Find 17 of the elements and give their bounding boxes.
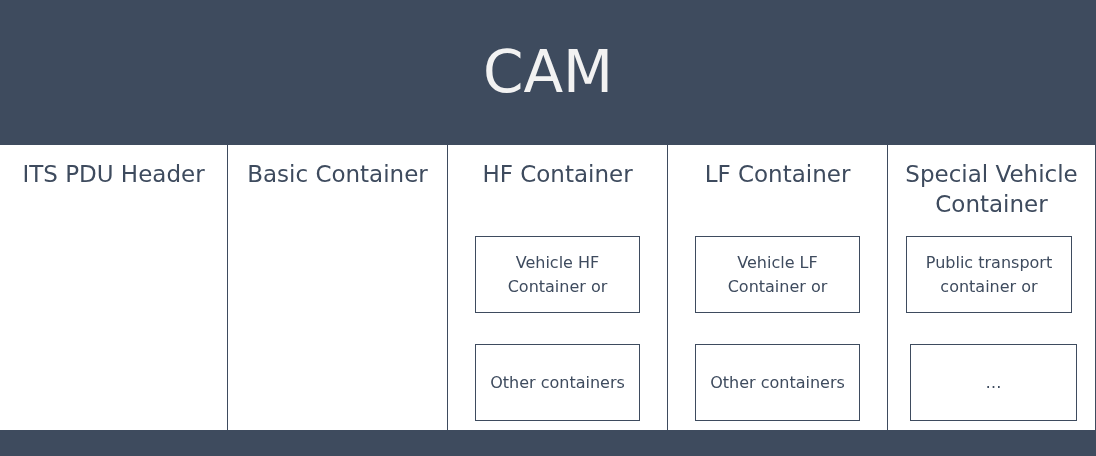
title-text: CAM [481,37,615,108]
container-column [888,145,1096,430]
container-column [448,145,668,430]
sub-container-box: … [910,344,1077,421]
column-heading: HF Container [481,160,634,189]
sub-container-box: Other containers [695,344,860,421]
sub-container-box: Public transport container or [906,236,1072,313]
sub-container-box: Other containers [475,344,640,421]
column-heading: Basic Container [246,160,429,189]
column-heading: Special Vehicle Container [904,160,1079,219]
sub-container-box: Vehicle LF Container or [695,236,860,313]
column-heading: LF Container [703,160,852,189]
container-column [0,145,228,430]
sub-container-box: Vehicle HF Container or [475,236,640,313]
container-column [668,145,888,430]
column-heading: ITS PDU Header [21,160,206,189]
container-column [228,145,448,430]
